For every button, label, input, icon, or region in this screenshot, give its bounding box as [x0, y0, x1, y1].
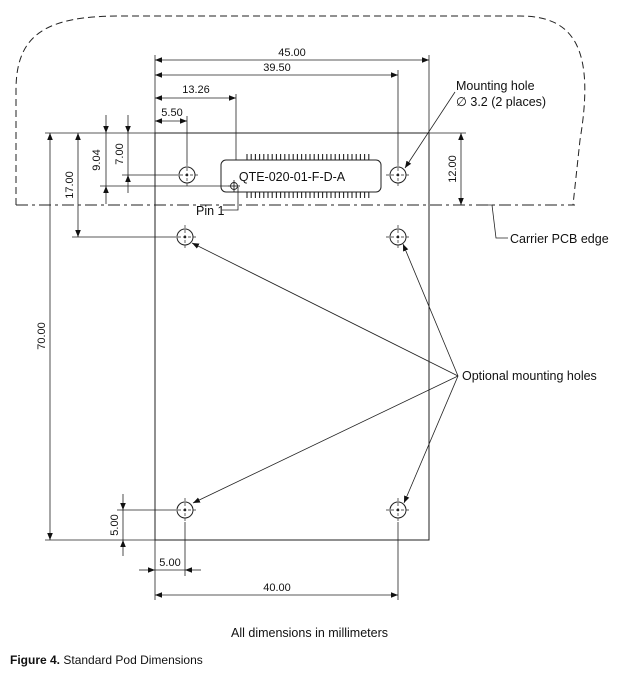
connector-pins-bottom: [246, 192, 370, 198]
dim-mount-to-edge: 12.00: [447, 155, 459, 183]
dim-hole-offset-y: 7.00: [114, 143, 126, 164]
mounting-hole-top-right-icon: [386, 163, 410, 187]
dim-optional-row-offset: 17.00: [64, 171, 76, 199]
callout-optional-holes: Optional mounting holes: [462, 369, 597, 383]
optional-hole-mid-right-icon: [386, 225, 410, 249]
callout-mounting-hole-spec: ∅ 3.2 (2 places): [456, 95, 546, 109]
dim-bottom-hole-spacing: 40.00: [263, 582, 291, 594]
callout-mounting-hole: Mounting hole: [456, 79, 535, 93]
pin1-marker-icon: [228, 180, 240, 192]
optional-hole-mid-left-icon: [173, 225, 197, 249]
dim-connector-offset: 13.26: [182, 84, 210, 96]
callout-carrier-edge: Carrier PCB edge: [510, 232, 609, 246]
figure-caption: Figure 4. Standard Pod Dimensions: [10, 653, 203, 667]
pod-board-outline: [154, 132, 430, 541]
dim-bottom-hole-x: 5.00: [159, 557, 180, 569]
dim-overall-height: 70.00: [36, 322, 48, 350]
dim-overall-width: 45.00: [278, 47, 306, 59]
mounting-hole-top-left-icon: [175, 163, 199, 187]
callout-pin1: Pin 1: [196, 204, 225, 218]
carrier-pcb-outline: [15, 15, 586, 206]
connector-part-number: QTE-020-01-F-D-A: [239, 170, 346, 184]
optional-hole-bottom-right-icon: [386, 498, 410, 522]
dim-pin1-offset-y: 9.04: [91, 149, 103, 170]
figure-caption-text: Standard Pod Dimensions: [60, 653, 203, 667]
dim-hole-offset-x: 5.50: [161, 107, 182, 119]
units-note: All dimensions in millimeters: [231, 626, 388, 640]
dim-bottom-hole-y: 5.00: [109, 514, 121, 535]
optional-hole-bottom-left-icon: [173, 498, 197, 522]
connector-pins-top: [246, 154, 370, 160]
dim-hole-spacing-top: 39.50: [263, 62, 291, 74]
mounting-holes: [173, 163, 410, 522]
qte-connector: QTE-020-01-F-D-A: [220, 154, 382, 198]
figure-caption-label: Figure 4.: [10, 653, 61, 667]
